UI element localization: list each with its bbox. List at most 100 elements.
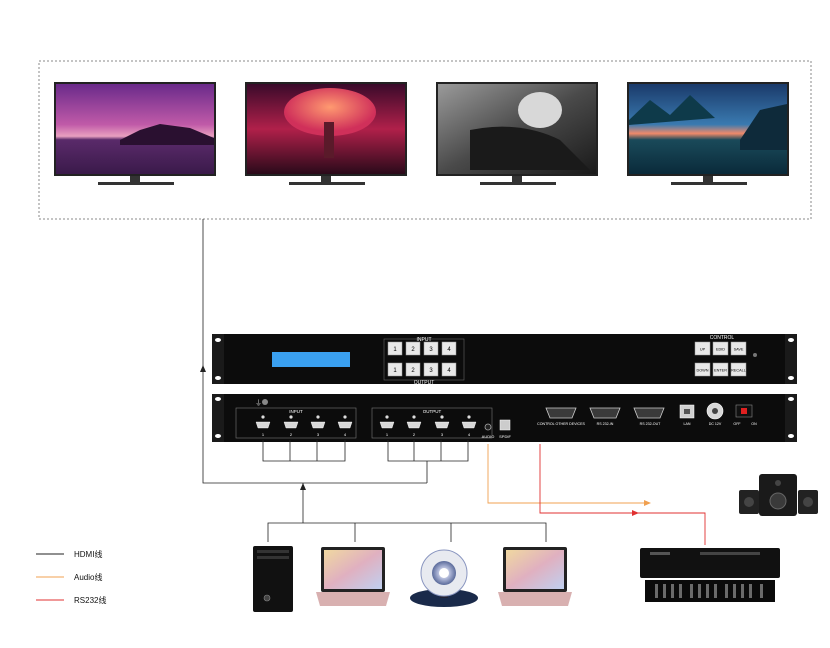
hdmi-input-bracket <box>262 440 346 462</box>
matrix-front-panel: INPUT OUTPUT 1 2 3 4 1 2 3 4 CONTROL UP EDID SAVE… <box>212 334 797 386</box>
output-button-label: 3 <box>429 368 433 374</box>
hdmi-source-lines <box>267 483 547 542</box>
hdmi-output-port: 4 <box>461 415 477 437</box>
tv-portrait-icon <box>436 82 598 185</box>
output-button-3[interactable]: 3 <box>423 362 439 377</box>
port-number: 4 <box>468 432 471 437</box>
output-button-1[interactable]: 1 <box>387 362 403 377</box>
input-button-label: 3 <box>429 347 433 353</box>
control-button-recall[interactable]: RECALL <box>730 362 747 377</box>
on-label: ON <box>751 422 757 426</box>
hdmi-output-bracket <box>387 440 469 462</box>
off-label: OFF <box>733 422 741 426</box>
input-group-label: INPUT <box>417 337 432 343</box>
legend-item: RS232线 <box>36 595 106 605</box>
control-button-save[interactable]: SAVE <box>730 341 747 356</box>
hdmi-input-port: 4 <box>337 415 353 437</box>
hdmi-output-port: 2 <box>406 415 422 437</box>
spdif-port <box>499 419 511 431</box>
webcam-icon <box>410 549 478 607</box>
display-wall-frame <box>38 60 812 220</box>
tv-sunset-icon <box>54 82 216 185</box>
output-button-label: 4 <box>447 368 451 374</box>
control-button-label: UP <box>700 348 706 352</box>
rs232-in-label: RS 232-IN <box>597 422 614 426</box>
hdmi-input-port: 3 <box>310 415 326 437</box>
rack-hole <box>215 376 221 380</box>
control-button-enter[interactable]: ENTER <box>712 362 729 377</box>
rear-output-label: OUTPUT <box>423 409 442 414</box>
rack-hole <box>788 338 794 342</box>
laptop-icon <box>316 547 390 606</box>
input-button-4[interactable]: 4 <box>441 341 457 356</box>
control-group-label: CONTROL <box>710 335 735 341</box>
rs232-out-label: RS 232-OUT <box>640 422 662 426</box>
input-button-1[interactable]: 1 <box>387 341 403 356</box>
control-button-down[interactable]: DOWN <box>694 362 711 377</box>
rack-hole <box>788 434 794 438</box>
rack-hole <box>215 397 221 401</box>
rack-hole <box>788 397 794 401</box>
legend-label: HDMI线 <box>74 549 102 559</box>
control-button-label: DOWN <box>696 369 708 373</box>
pc-tower-icon <box>253 546 293 612</box>
audio-line <box>487 444 644 504</box>
legend: HDMI线 Audio线 RS232线 <box>36 549 106 605</box>
port-number: 2 <box>413 432 416 437</box>
audio-label: AUDIO <box>482 434 495 439</box>
output-button-2[interactable]: 2 <box>405 362 421 377</box>
port-number: 3 <box>441 432 444 437</box>
rs232-line <box>539 444 706 545</box>
ir-sensor <box>753 353 757 357</box>
control-devices-label: CONTROL OTHER DEVICES <box>537 422 585 426</box>
hdmi-output-to-display-line <box>202 219 428 484</box>
input-button-label: 1 <box>393 347 397 353</box>
port-number: 4 <box>344 432 347 437</box>
output-button-4[interactable]: 4 <box>441 362 457 377</box>
input-button-2[interactable]: 2 <box>405 341 421 356</box>
rack-hole <box>215 434 221 438</box>
port-number: 1 <box>262 432 265 437</box>
arrow-right-icon <box>644 500 651 506</box>
port-number: 3 <box>317 432 320 437</box>
rack-hole <box>215 338 221 342</box>
hdmi-input-port: 2 <box>283 415 299 437</box>
output-button-label: 1 <box>393 368 397 374</box>
hdmi-input-port: 1 <box>255 415 271 437</box>
serial-port-rs232-out <box>633 407 665 419</box>
serial-port-rs232-in <box>589 407 621 419</box>
control-button-label: SAVE <box>734 348 744 352</box>
hdmi-output-port: 1 <box>379 415 395 437</box>
lcd-display <box>272 352 350 367</box>
legend-item: HDMI线 <box>36 549 102 559</box>
control-button-edid[interactable]: EDID <box>712 341 729 356</box>
input-button-3[interactable]: 3 <box>423 341 439 356</box>
ground-icon: ⏚ <box>255 399 262 407</box>
legend-label: Audio线 <box>74 572 102 582</box>
control-host-icon <box>640 548 780 602</box>
arrow-up-icon <box>200 365 206 372</box>
arrow-up-icon <box>300 483 306 490</box>
hdmi-output-port: 3 <box>434 415 450 437</box>
control-button-label: RECALL <box>731 369 746 373</box>
rack-hole <box>788 376 794 380</box>
output-group-label: OUTPUT <box>414 380 435 386</box>
control-button-label: EDID <box>716 348 725 352</box>
lan-label: LAN <box>684 422 691 426</box>
audio-jack <box>484 423 492 431</box>
output-button-label: 2 <box>411 368 415 374</box>
rear-input-label: INPUT <box>289 409 303 414</box>
port-number: 2 <box>290 432 293 437</box>
legend-item: Audio线 <box>36 572 102 582</box>
input-button-label: 2 <box>411 347 415 353</box>
control-button-up[interactable]: UP <box>694 341 711 356</box>
port-number: 1 <box>386 432 389 437</box>
tv-fantasy-tree-icon <box>245 82 407 185</box>
dc-label: DC 12V <box>709 422 722 426</box>
control-button-label: ENTER <box>714 369 727 373</box>
serial-port-control <box>545 407 577 419</box>
laptop-icon <box>498 547 572 606</box>
input-button-label: 4 <box>447 347 451 353</box>
